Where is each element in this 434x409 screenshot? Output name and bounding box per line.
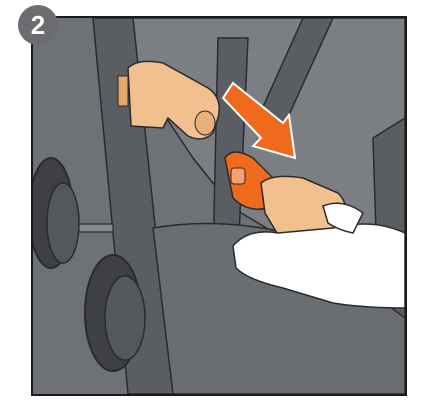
step-number-badge: 2 xyxy=(18,5,58,45)
illustration-frame xyxy=(31,16,407,396)
buckle-release-slot xyxy=(231,168,245,184)
front-wheel-upper-hub xyxy=(47,183,79,263)
stroller-buckle-illustration xyxy=(33,18,405,394)
step-number: 2 xyxy=(31,10,45,40)
front-wheel-lower-hub xyxy=(105,276,145,360)
buckle-prong xyxy=(195,111,215,135)
buckle-tab xyxy=(118,76,128,106)
